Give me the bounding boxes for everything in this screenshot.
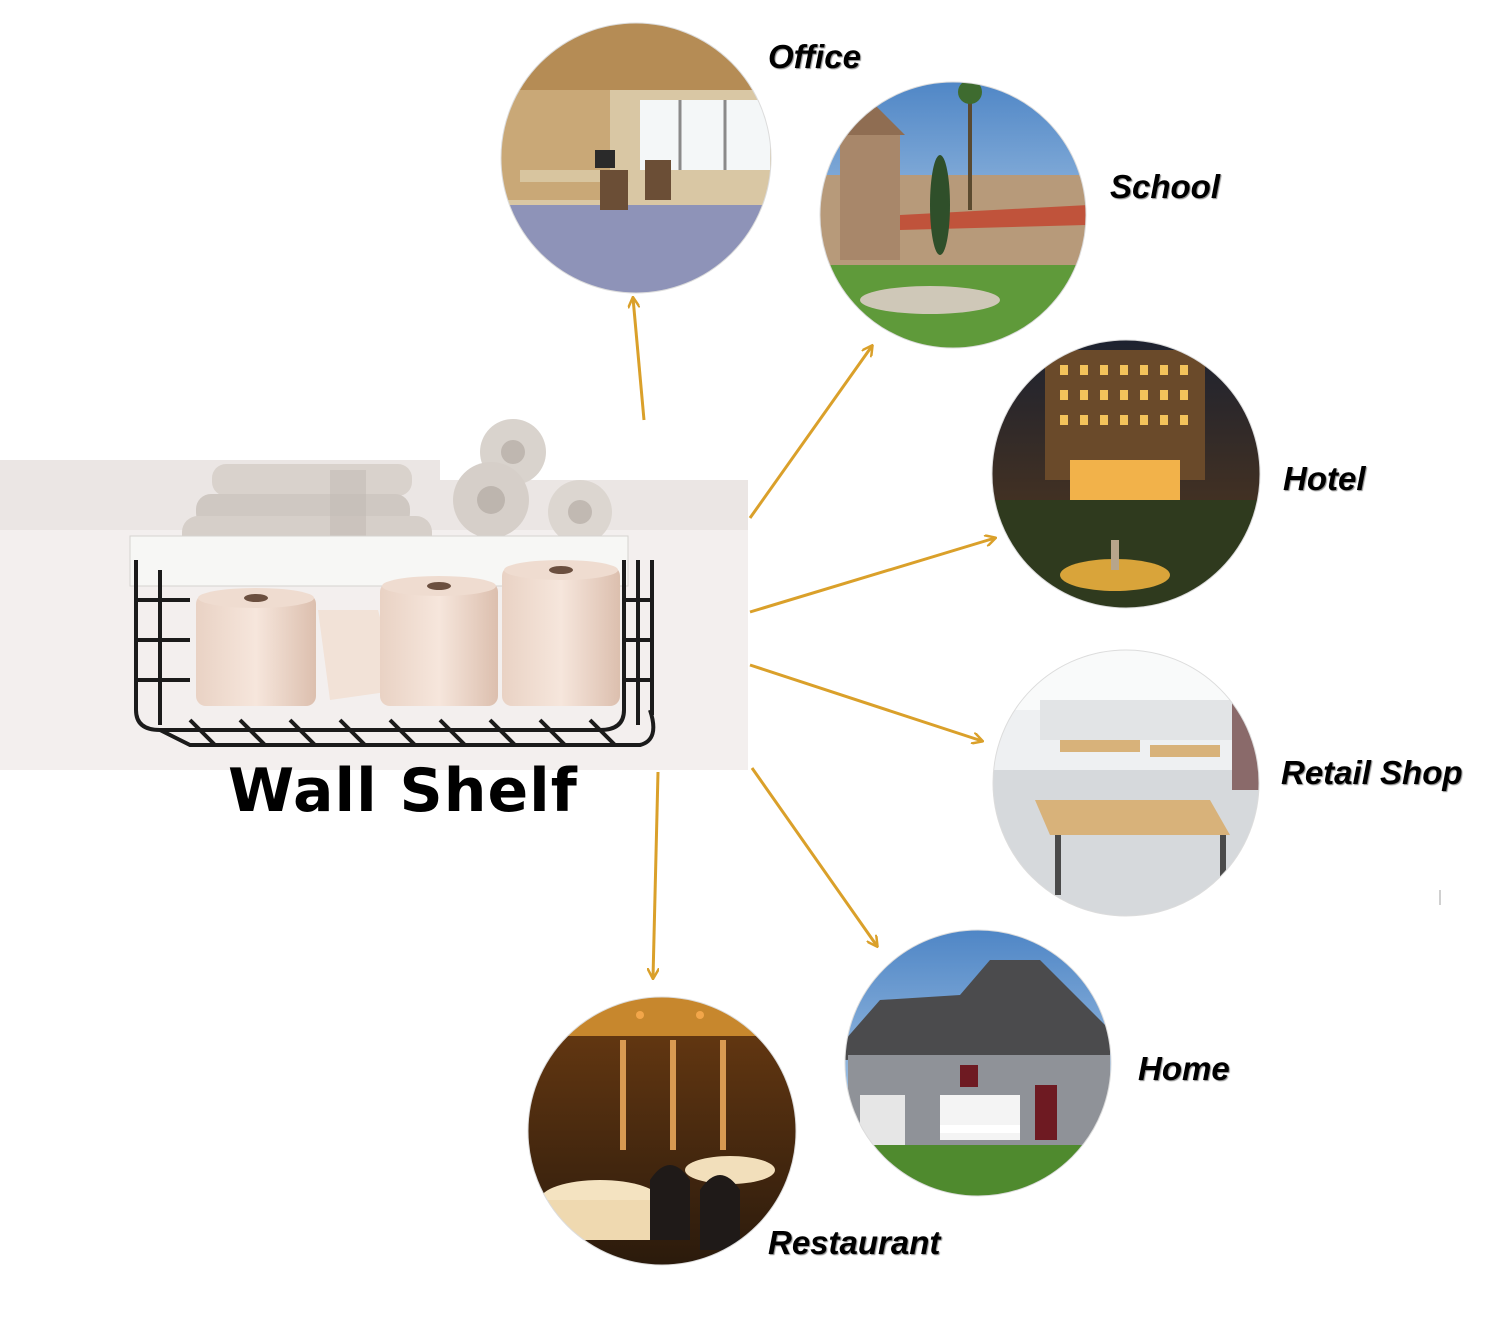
label-home: Home [1138, 1050, 1230, 1087]
arrow-to-retail-shop [749, 663, 982, 741]
arrow-to-school [748, 346, 872, 519]
school-photo [820, 82, 1086, 348]
shelf-photo [0, 419, 748, 770]
label-office: Office [768, 38, 861, 75]
label-restaurant: Restaurant [768, 1224, 941, 1261]
office-photo [501, 23, 771, 293]
arrow-to-home [750, 767, 877, 946]
label-retail-shop: Retail Shop [1281, 754, 1463, 791]
label-school: School [1110, 168, 1221, 205]
arrow-to-restaurant [653, 771, 660, 978]
arrows [633, 298, 995, 978]
arrow-to-office [633, 298, 646, 421]
product-title: Wall Shelf [228, 756, 578, 826]
arrow-to-hotel [749, 538, 995, 614]
hotel-photo [992, 340, 1260, 608]
label-hotel: Hotel [1283, 460, 1366, 497]
